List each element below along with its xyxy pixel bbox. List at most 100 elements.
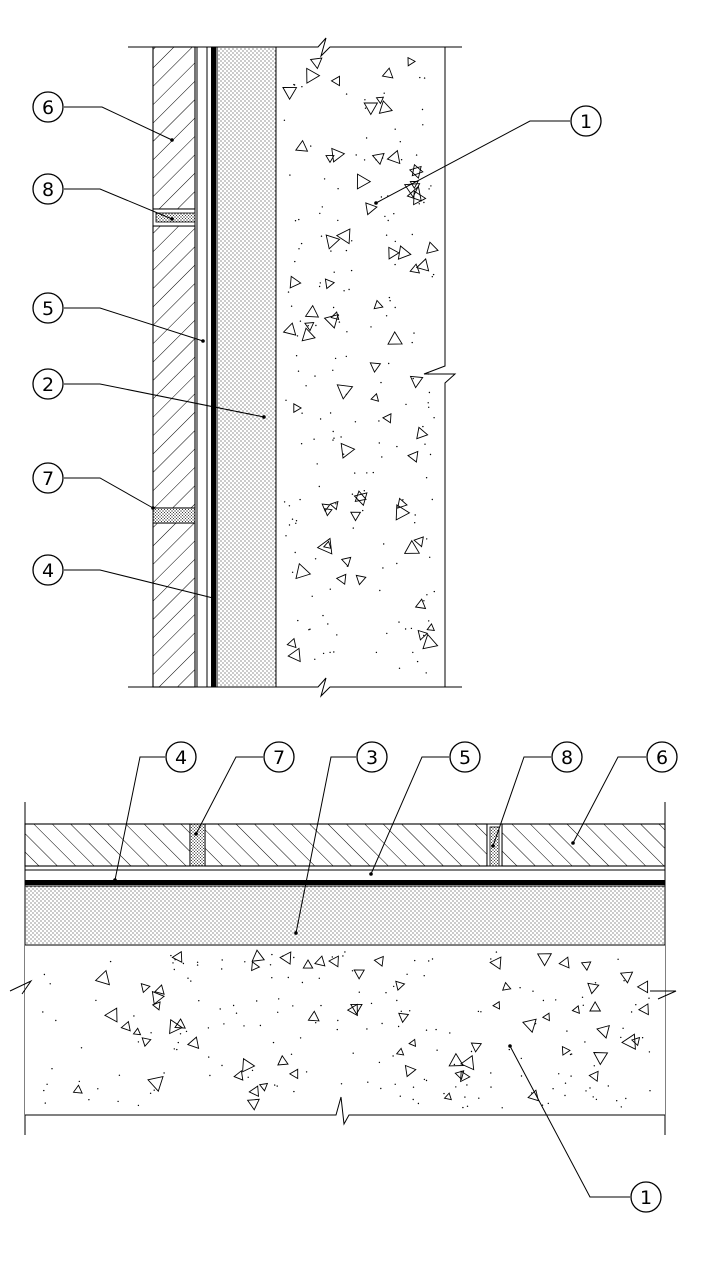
wall-callout-8: 8	[32, 173, 174, 221]
aggregate-triangle	[630, 1036, 641, 1047]
aggregate-speck	[388, 362, 390, 365]
aggregate-speck	[342, 955, 344, 957]
aggregate-speck	[555, 999, 557, 1001]
aggregate-speck	[294, 551, 296, 554]
floor-bottom-break-line	[25, 1096, 665, 1126]
aggregate-speck	[292, 1005, 294, 1007]
aggregate-speck	[314, 658, 316, 660]
aggregate-speck	[398, 667, 401, 669]
floor-callout-1: 1	[508, 1044, 662, 1213]
aggregate-triangle	[527, 1089, 540, 1102]
aggregate-speck	[427, 402, 429, 404]
aggregate-speck	[276, 1085, 278, 1087]
wall-membrane	[211, 47, 216, 687]
floor-section: 4 7 3 5 8 6	[9, 741, 678, 1213]
aggregate-triangle	[588, 1070, 599, 1083]
aggregate-speck	[235, 1012, 238, 1014]
aggregate-speck	[232, 1004, 235, 1007]
aggregate-triangle	[248, 1085, 260, 1098]
aggregate-speck	[285, 535, 287, 537]
aggregate-speck	[351, 493, 354, 495]
aggregate-speck	[378, 442, 380, 444]
aggregate-triangle	[386, 149, 401, 165]
aggregate-triangle	[307, 1010, 320, 1022]
floor-callout-6: 6	[571, 741, 678, 845]
aggregate-speck	[330, 250, 332, 252]
aggregate-speck	[433, 417, 435, 419]
aggregate-speck	[282, 955, 284, 957]
aggregate-triangle	[103, 1007, 118, 1023]
aggregate-speck	[288, 524, 291, 526]
aggregate-speck	[117, 1100, 119, 1103]
aggregate-triangle	[154, 984, 165, 995]
aggregate-speck	[367, 1081, 369, 1083]
aggregate-triangle	[277, 1054, 289, 1066]
aggregate-speck	[42, 1011, 44, 1013]
aggregate-speck	[295, 520, 298, 522]
aggregate-speck	[400, 1010, 402, 1012]
aggregate-speck	[337, 188, 339, 190]
aggregate-speck	[429, 453, 432, 456]
wall-tile	[152, 225, 196, 509]
aggregate-speck	[425, 1029, 428, 1031]
aggregate-speck	[412, 1086, 415, 1088]
aggregate-speck	[336, 634, 338, 636]
aggregate-speck	[564, 1082, 567, 1084]
aggregate-triangle	[328, 955, 339, 968]
aggregate-speck	[345, 93, 348, 95]
aggregate-speck	[295, 522, 297, 524]
aggregate-speck	[293, 956, 295, 959]
aggregate-speck	[170, 954, 172, 957]
aggregate-speck	[153, 1089, 155, 1091]
aggregate-triangle	[120, 1020, 131, 1032]
aggregate-speck	[323, 178, 326, 180]
aggregate-speck	[405, 403, 407, 406]
aggregate-triangle	[536, 953, 553, 967]
aggregate-triangle	[258, 1082, 269, 1092]
floor-callout-8: 8	[491, 741, 583, 848]
aggregate-speck	[375, 651, 378, 654]
aggregate-speck	[400, 159, 403, 161]
aggregate-triangle	[289, 275, 302, 289]
aggregate-speck	[301, 86, 303, 88]
aggregate-speck	[88, 1099, 90, 1101]
aggregate-speck	[625, 1097, 627, 1100]
aggregate-speck	[648, 997, 650, 999]
wall-callout-6: 6	[32, 91, 174, 142]
aggregate-triangle	[246, 1098, 260, 1111]
wall-section: 6 8 5 2 7 4	[32, 37, 602, 698]
aggregate-speck	[380, 196, 383, 198]
aggregate-speck	[417, 1102, 420, 1105]
aggregate-triangle	[330, 311, 340, 321]
aggregate-speck	[305, 1071, 308, 1073]
aggregate-speck	[422, 425, 424, 428]
aggregate-speck	[389, 300, 391, 302]
aggregate-triangle	[378, 100, 393, 114]
aggregate-speck	[293, 84, 296, 86]
aggregate-speck	[649, 1090, 651, 1092]
aggregate-speck	[118, 1074, 121, 1077]
aggregate-speck	[320, 235, 323, 237]
aggregate-speck	[251, 1069, 254, 1072]
aggregate-triangle	[251, 949, 266, 962]
aggregate-triangle	[422, 633, 439, 650]
aggregate-speck	[365, 137, 368, 139]
callout-label: 5	[459, 747, 471, 769]
aggregate-speck	[558, 1073, 560, 1075]
aggregate-speck	[542, 999, 545, 1002]
aggregate-speck	[431, 276, 433, 278]
aggregate-triangle	[132, 1027, 142, 1036]
aggregate-speck	[301, 412, 303, 414]
aggregate-speck	[198, 1000, 200, 1002]
aggregate-speck	[207, 1027, 210, 1029]
floor-left-break-line	[9, 979, 33, 995]
aggregate-speck	[416, 660, 419, 663]
aggregate-speck	[283, 119, 286, 122]
callout-label: 8	[561, 747, 573, 769]
aggregate-speck	[398, 621, 400, 623]
aggregate-triangle	[621, 1033, 636, 1050]
aggregate-speck	[340, 1083, 343, 1085]
aggregate-speck	[425, 477, 428, 479]
aggregate-speck	[322, 652, 325, 655]
aggregate-triangle	[460, 1054, 475, 1071]
